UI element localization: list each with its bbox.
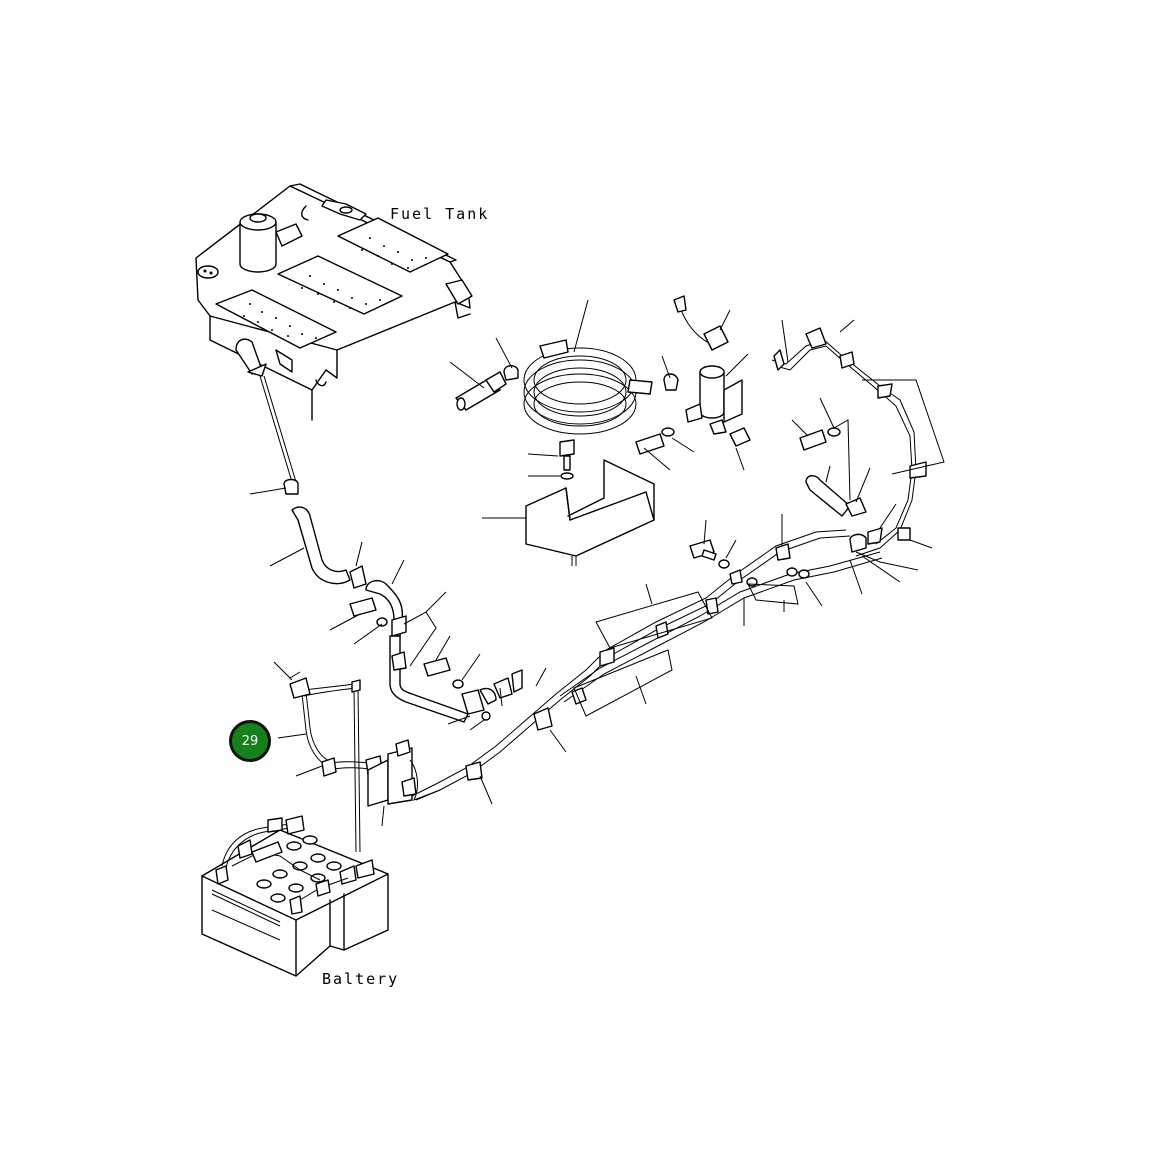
bolt-group-center [689,519,737,569]
battery-harness [273,661,441,853]
main-harness [411,514,883,805]
fuel-tank-label: Fuel Tank [390,205,489,223]
coiled-hose [523,299,653,435]
filter-assembly [635,295,751,471]
tray-assembly [482,439,655,566]
battery-label: Baltery [322,970,399,988]
right-harness [771,319,945,557]
left-pipes [249,478,523,731]
bolt-group-right [791,397,919,595]
callout-marker[interactable]: 29 [229,720,271,762]
fuel-tank [195,183,473,483]
battery [201,815,389,977]
callout-number: 29 [241,733,259,749]
hose-connector [449,337,519,411]
